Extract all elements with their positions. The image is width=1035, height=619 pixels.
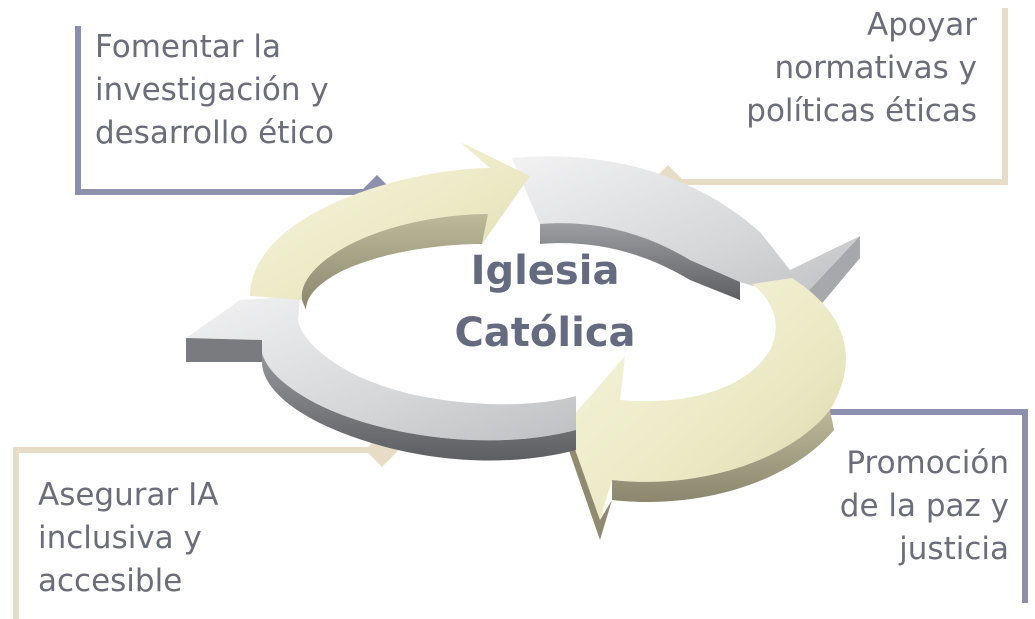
label-top-left: Fomentar la investigación y desarrollo é… — [95, 26, 334, 155]
label-bottom-right-line3: justicia — [899, 531, 1009, 567]
label-bottom-right-line2: de la paz y — [839, 488, 1009, 524]
connector-bottom-right — [785, 409, 1028, 603]
label-bottom-right-line1: Promoción — [846, 445, 1009, 481]
arrow-bottom-left — [186, 296, 576, 461]
label-top-right-line2: normativas y — [774, 50, 977, 86]
label-bottom-left-line3: accesible — [38, 563, 183, 599]
center-title-line1: Iglesia — [470, 248, 620, 294]
label-top-right-line1: Apoyar — [867, 7, 977, 43]
label-bottom-left-line1: Asegurar IA — [38, 477, 219, 513]
cycle-arrows — [186, 142, 860, 540]
label-top-left-line1: Fomentar la — [95, 29, 281, 65]
arrow-right — [566, 278, 846, 540]
connector-bottom-left — [13, 447, 382, 619]
label-top-right-line3: políticas éticas — [746, 93, 977, 129]
label-bottom-left: Asegurar IA inclusiva y accesible — [38, 474, 218, 603]
connector-top-left — [75, 26, 377, 195]
arrow-top-left — [250, 142, 530, 310]
label-top-left-line3: desarrollo ético — [95, 115, 335, 151]
label-top-right: Apoyar normativas y políticas éticas — [746, 4, 977, 133]
label-top-left-line2: investigación y — [95, 72, 329, 108]
label-bottom-left-line2: inclusiva y — [38, 520, 202, 556]
center-title-line2: Católica — [454, 310, 636, 356]
label-bottom-right: Promoción de la paz y justicia — [840, 442, 1009, 571]
center-title: Iglesia Católica — [395, 240, 695, 364]
connector-top-right — [668, 8, 1008, 185]
